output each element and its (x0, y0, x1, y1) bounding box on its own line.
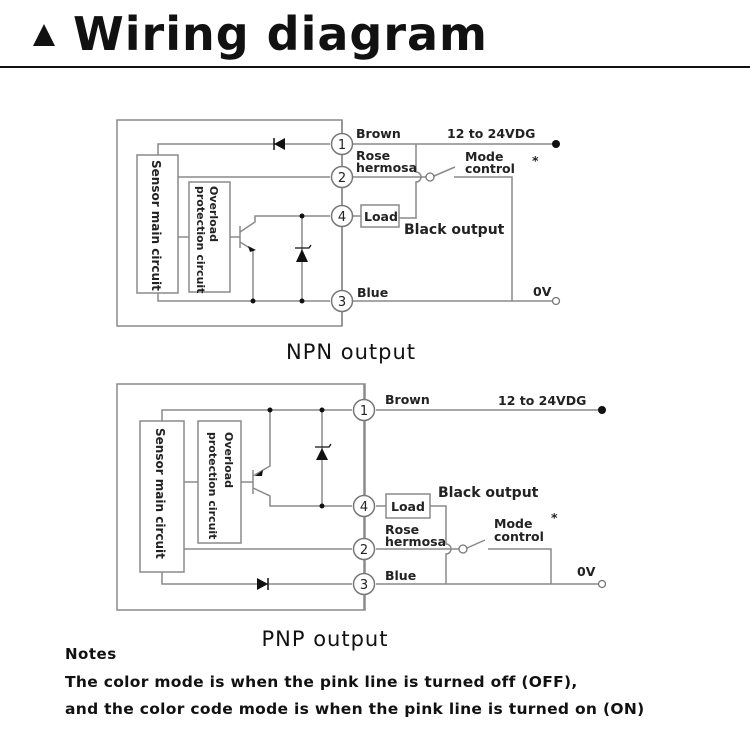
notes-title: Notes (65, 645, 117, 663)
pnp-wire-emitter (252, 410, 271, 477)
pnp-load-box (385, 493, 431, 519)
pnp-pin-1-circle (352, 398, 376, 422)
pnp-brown-label: Brown (385, 392, 430, 407)
npn-supply-terminal (552, 140, 560, 148)
pnp-zener-icon (316, 448, 328, 460)
npn-diode-icon (274, 138, 285, 150)
npn-junction-dot (299, 298, 305, 304)
pnp-switch-contact (458, 544, 468, 554)
pnp-pin-2-label: 2 (360, 543, 368, 558)
header: Wiring diagram (0, 0, 750, 68)
pnp-junction-dot (319, 407, 325, 413)
npn-switch-lever (433, 166, 456, 177)
npn-mode-label-2: control (465, 161, 515, 176)
pnp-supply-label: 12 to 24VDG (498, 393, 586, 408)
triangle-up-icon (33, 24, 55, 46)
pnp-overload-label-2: protection circuit (206, 432, 219, 539)
pnp-diode-icon (257, 578, 268, 590)
pnp-wire-mode (488, 548, 552, 584)
pnp-wire-collector (252, 487, 352, 507)
npn-labels: Sensor main circuit Overload protection … (149, 126, 552, 364)
pnp-mode-label-1: Mode (494, 516, 532, 531)
pnp-asterisk: * (551, 510, 558, 525)
npn-mode-label-1: Mode (465, 149, 503, 164)
pnp-0v-terminal (597, 579, 607, 589)
npn-junction-dot (299, 213, 305, 219)
pnp-caption: PNP output (262, 627, 389, 651)
npn-rose-label-1: Rose (356, 148, 390, 163)
pnp-wire-pin3 (161, 572, 352, 585)
pnp-rose-label-1: Rose (385, 522, 419, 537)
pnp-0v-label: 0V (577, 564, 596, 579)
pnp-switch-lever (466, 539, 486, 549)
pnp-wire-load-return (430, 505, 452, 584)
npn-load-label: Load (364, 209, 398, 224)
npn-rose-label-2: hermosa (356, 160, 417, 175)
pnp-pin-4-circle (352, 494, 376, 518)
npn-0v-terminal (551, 296, 561, 306)
pnp-black-output-label: Black output (438, 485, 539, 501)
pnp-zener-bar-icon (315, 443, 332, 448)
npn-sensor-main-circuit-label: Sensor main circuit (149, 160, 163, 291)
notes-line: and the color code mode is when the pink… (65, 700, 645, 718)
pnp-pin-3-label: 3 (360, 578, 368, 593)
npn-pin-4-circle (330, 204, 354, 228)
npn-0v-label: 0V (533, 284, 552, 299)
npn-pin-3-label: 3 (338, 295, 346, 310)
pnp-pin-3-circle (352, 572, 376, 596)
npn-symbols (248, 132, 561, 313)
page-title: Wiring diagram (33, 4, 488, 64)
npn-zener-icon (296, 249, 308, 262)
npn-junction-dot (250, 298, 256, 304)
npn-wire-pin3 (157, 293, 330, 302)
npn-caption: NPN output (286, 340, 416, 364)
npn-switch-contact (425, 172, 435, 182)
page-title-text: Wiring diagram (73, 7, 488, 61)
npn-wire-collector (239, 215, 330, 233)
npn-pin-2-circle (330, 165, 354, 189)
pnp-blue-label: Blue (385, 568, 416, 583)
npn-emitter-arrow-icon (248, 246, 256, 252)
pnp-supply-terminal (598, 406, 606, 414)
notes-line: The color mode is when the pink line is … (65, 673, 578, 691)
npn-overload-label-1: Overload (207, 186, 220, 242)
npn-asterisk: * (532, 153, 539, 168)
npn-pin-3-circle (330, 289, 354, 313)
pnp-overload-label-1: Overload (222, 432, 235, 488)
npn-pin-2-label: 2 (338, 171, 346, 186)
npn-pin-1-circle (330, 132, 354, 156)
pnp-labels: Sensor main circuit Overload protection … (153, 392, 596, 651)
pnp-pin-4-label: 4 (360, 500, 368, 515)
pnp-junction-dot (267, 407, 273, 413)
pnp-junction-dot (319, 503, 325, 509)
pnp-rose-label-2: hermosa (385, 534, 446, 549)
npn-pin-1-label: 1 (338, 138, 346, 153)
pnp-pin-1-label: 1 (360, 404, 368, 419)
npn-pin-4-label: 4 (338, 210, 346, 225)
npn-brown-label: Brown (356, 126, 401, 141)
npn-black-output-label: Black output (404, 222, 505, 238)
npn-overload-label-2: protection circuit (194, 186, 207, 293)
header-divider (0, 66, 750, 68)
pnp-sensor-main-circuit-label: Sensor main circuit (153, 428, 167, 559)
pnp-emitter-arrow-icon (255, 470, 263, 476)
npn-wire-pin1 (157, 143, 330, 155)
pnp-wire-pin1 (161, 409, 352, 421)
pnp-load-label: Load (391, 499, 425, 514)
pnp-symbols (255, 398, 607, 596)
notes-section: Notes The color mode is when the pink li… (65, 645, 745, 727)
pnp-pin-2-circle (352, 537, 376, 561)
npn-blue-label: Blue (357, 285, 388, 300)
npn-load-box (360, 204, 400, 228)
npn-wire-load-return (399, 144, 422, 219)
npn-zener-bar-icon (295, 244, 312, 249)
npn-supply-label: 12 to 24VDG (447, 126, 535, 141)
pnp-mode-label-2: control (494, 529, 544, 544)
npn-wire-mode (454, 176, 513, 301)
